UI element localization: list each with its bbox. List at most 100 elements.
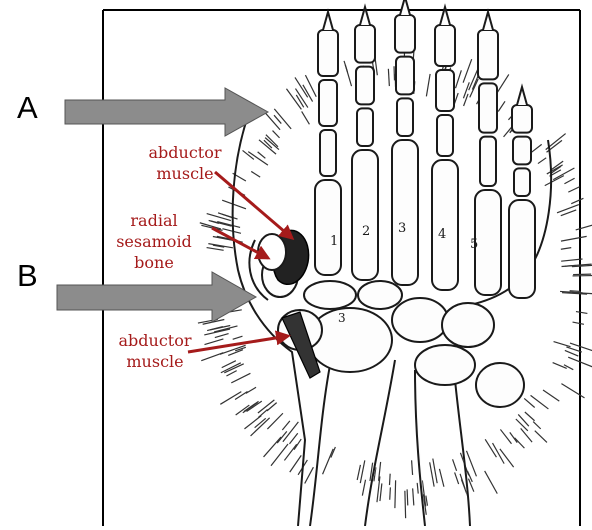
claw	[483, 12, 493, 30]
phalanx-bone	[479, 83, 497, 132]
fur-stroke	[500, 429, 511, 443]
fur-stroke	[576, 225, 592, 230]
metacarpal-bone	[475, 190, 501, 295]
metacarpal-bone	[315, 180, 341, 275]
fur-stroke	[244, 416, 261, 429]
digit-number-label: 5	[470, 237, 478, 252]
fur-stroke	[407, 489, 408, 505]
label-abductor-muscle-bottom: abductor muscle	[105, 330, 205, 372]
fur-stroke	[500, 449, 514, 467]
fur-stroke	[360, 460, 365, 483]
fur-stroke	[413, 488, 414, 505]
phalanx-bone	[513, 137, 531, 165]
fur-stroke	[439, 469, 443, 487]
metacarpal-bone	[509, 200, 535, 298]
digit-number-label: 2	[362, 224, 370, 239]
digit-number-label: 3	[398, 221, 406, 236]
fur-stroke	[576, 312, 587, 314]
fur-stroke	[485, 471, 498, 494]
arrow-b	[57, 272, 256, 322]
label-line: abductor	[135, 142, 235, 163]
fur-stroke	[538, 158, 546, 164]
fur-stroke	[510, 432, 517, 442]
fur-stroke	[305, 467, 314, 483]
fur-stroke	[412, 460, 413, 475]
phalanx-bone	[436, 70, 454, 111]
phalanx-bone	[320, 130, 336, 176]
fur-stroke	[388, 69, 389, 86]
fur-stroke	[231, 373, 250, 383]
fur-stroke	[221, 363, 241, 373]
label-line: bone	[108, 252, 200, 273]
fur-stroke	[251, 418, 270, 436]
fur-stroke	[426, 496, 428, 506]
arrow-a	[65, 88, 268, 136]
fur-stroke	[554, 342, 571, 347]
fur-stroke	[251, 171, 260, 177]
fur-stroke	[264, 437, 281, 457]
label-line: muscle	[105, 351, 205, 372]
fur-stroke	[357, 465, 360, 480]
fur-stroke	[207, 214, 231, 221]
phalanx-bone	[514, 168, 530, 196]
fur-stroke	[543, 390, 559, 401]
digit-number-label: 4	[438, 227, 446, 242]
phalanx-bone	[356, 67, 374, 105]
fur-stroke	[246, 387, 256, 393]
fur-stroke	[453, 459, 457, 471]
fur-stroke	[222, 229, 241, 234]
fur-stroke	[561, 384, 584, 398]
metacarpal-bone	[352, 150, 378, 280]
fur-stroke	[573, 322, 584, 324]
fur-stroke	[571, 198, 583, 203]
fur-stroke	[277, 431, 287, 443]
fur-stroke	[573, 275, 592, 276]
phalanx-bone	[437, 115, 453, 156]
fur-stroke	[294, 439, 301, 450]
label-radial-sesamoid-bone: radial sesamoid bone	[108, 210, 200, 273]
fur-stroke	[463, 59, 472, 83]
label-a: A	[17, 92, 38, 123]
fur-stroke	[204, 339, 223, 345]
fur-stroke	[426, 74, 430, 96]
fur-stroke	[557, 205, 579, 213]
fur-stroke	[244, 401, 258, 411]
fur-stroke	[463, 82, 469, 98]
label-line: sesamoid	[108, 231, 200, 252]
phalanx-bone	[512, 105, 532, 133]
phalanx-bone	[355, 25, 375, 63]
fur-stroke	[222, 200, 246, 209]
fur-stroke	[530, 144, 541, 153]
fur-stroke	[215, 334, 229, 338]
phalanx-bone	[480, 137, 496, 186]
label-line: radial	[108, 210, 200, 231]
fur-stroke	[485, 439, 496, 457]
fur-stroke	[417, 483, 418, 494]
fur-stroke	[433, 459, 437, 484]
fur-stroke	[290, 455, 301, 472]
fur-stroke	[525, 412, 535, 421]
fur-stroke	[380, 483, 382, 501]
fur-stroke	[568, 187, 579, 192]
fur-stroke	[498, 101, 505, 111]
label-abductor-muscle-top: abductor muscle	[135, 142, 235, 184]
fur-stroke	[455, 472, 459, 484]
claw	[517, 87, 527, 105]
fur-stroke	[564, 365, 573, 370]
label-line: muscle	[135, 163, 235, 184]
claw	[323, 12, 333, 30]
fur-stroke	[258, 152, 266, 158]
fur-stroke	[561, 248, 571, 250]
fur-stroke	[405, 491, 406, 518]
phalanx-bone	[435, 25, 455, 66]
phalanx-bone	[318, 30, 338, 76]
fur-stroke	[515, 438, 525, 448]
label-b: B	[17, 260, 38, 291]
fur-stroke	[535, 431, 547, 443]
fur-stroke	[295, 77, 308, 97]
radial-sesamoid-shape	[258, 234, 286, 270]
phalanx-bone	[319, 80, 337, 126]
fur-stroke	[561, 236, 587, 241]
fur-stroke	[430, 462, 434, 486]
